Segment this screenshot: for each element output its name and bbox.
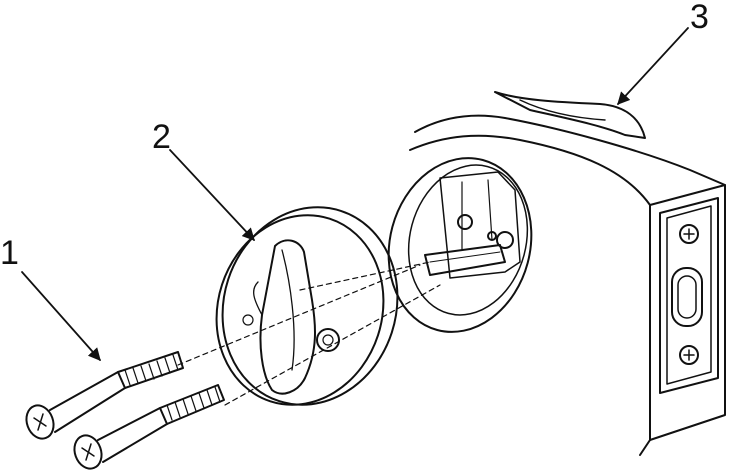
spindle-bar (424, 244, 506, 276)
callout-arrows (21, 27, 689, 361)
latch-faceplate (659, 197, 719, 394)
faceplate-screw-bottom (679, 345, 699, 365)
thumb-turn-lever (259, 239, 317, 395)
callout-arrow-2 (169, 149, 255, 241)
mounting-screw-upper (25, 351, 184, 440)
callout-label-2: 2 (152, 118, 171, 156)
exterior-knob (494, 91, 646, 139)
callout-label-3: 3 (690, 0, 709, 36)
rose-plate-front (215, 214, 385, 406)
callout-arrow-3 (617, 27, 689, 105)
callout-label-1: 1 (0, 234, 19, 272)
door-top-inner-edge (409, 134, 651, 206)
rose-screw-hole (316, 328, 340, 352)
door-edge (649, 184, 726, 441)
rose-plate-back (221, 206, 399, 406)
faceplate-screw-top (679, 224, 699, 244)
callout-arrow-1 (21, 271, 101, 361)
thumb-turn-assembly (215, 206, 399, 406)
door (409, 91, 726, 456)
door-top-edge (414, 114, 726, 186)
mounting-screw-lower (73, 384, 225, 470)
door-bore-hole (387, 157, 533, 333)
bolt-opening (671, 267, 703, 327)
deadbolt-mechanism (439, 171, 521, 279)
alignment-lines (177, 261, 441, 406)
